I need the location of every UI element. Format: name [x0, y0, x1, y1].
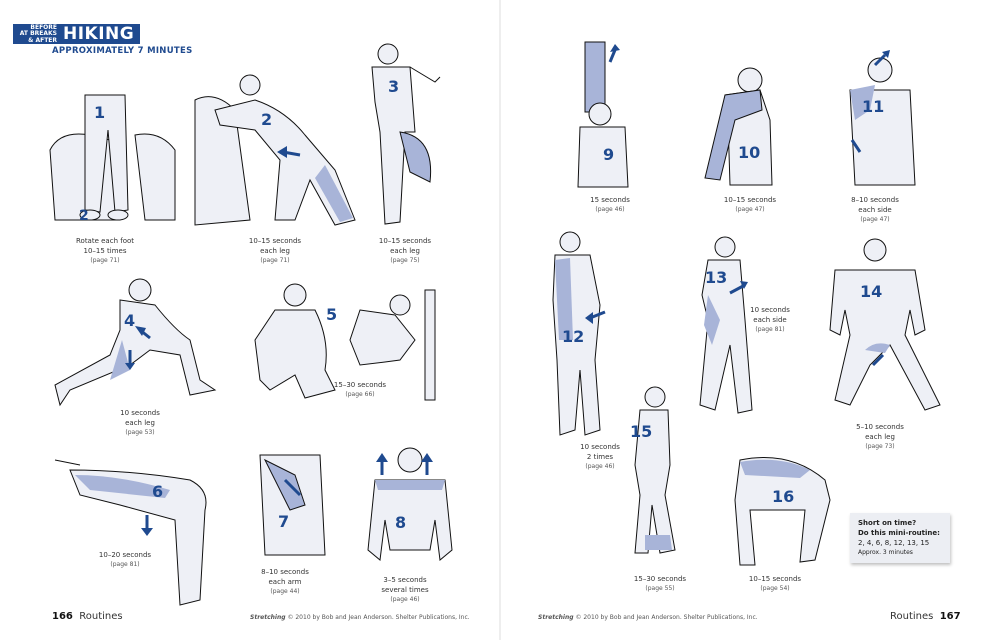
stretch-figure-16: 16: [730, 450, 840, 574]
routine-duration: APPROXIMATELY 7 MINUTES: [52, 46, 193, 56]
stretch-caption-6: 10–20 seconds (page 81): [98, 551, 152, 568]
stretch-caption-4: 10 seconds each leg (page 53): [120, 409, 160, 436]
routine-title: HIKING: [63, 24, 135, 44]
stretch-figure-4: 4: [50, 270, 230, 414]
right-page-folio: Routines 167: [890, 611, 961, 622]
timing-at-breaks: AT BREAKS: [19, 30, 57, 38]
svg-text:8: 8: [395, 513, 406, 532]
stretch-caption-16: 10–15 seconds (page 54): [748, 575, 802, 592]
svg-text:7: 7: [278, 512, 289, 531]
stretch-figure-7: 7: [250, 445, 330, 569]
stretch-caption-1: Rotate each foot 10–15 times (page 71): [75, 237, 135, 264]
stretch-figure-2: 2: [194, 70, 365, 234]
routine-timing-label: BEFORE AT BREAKS & AFTER: [13, 24, 60, 44]
mini-routine-subheading: Do this mini-routine:: [858, 529, 940, 537]
stretch-caption-5: 15–30 seconds (page 66): [333, 381, 387, 398]
stretch-caption-2: 10–15 seconds each leg (page 71): [248, 237, 302, 264]
svg-text:4: 4: [124, 311, 135, 330]
stretch-figure-1: 1 2: [49, 90, 180, 234]
svg-text:15: 15: [630, 422, 652, 441]
stretch-figure-5: 5: [250, 280, 450, 414]
stretch-figure-11: 11: [840, 50, 940, 194]
svg-text:2: 2: [79, 208, 89, 224]
stretch-figure-6: 6: [50, 450, 230, 614]
left-page-number: 166: [52, 611, 73, 622]
stretch-figure-13: 13: [690, 235, 770, 424]
svg-text:5: 5: [326, 305, 337, 324]
svg-text:16: 16: [772, 487, 794, 506]
right-page-number: 167: [939, 611, 961, 622]
stretch-figure-3: 3: [360, 42, 450, 236]
stretch-caption-10: 10–15 seconds (page 47): [723, 196, 777, 213]
left-page-folio: 166 Routines: [52, 611, 123, 622]
svg-text:10: 10: [738, 143, 760, 162]
svg-text:14: 14: [860, 282, 882, 301]
svg-text:1: 1: [94, 103, 105, 122]
mini-routine-sequence: 2, 4, 6, 8, 12, 13, 15: [858, 539, 930, 547]
svg-text:3: 3: [388, 77, 399, 96]
stretch-figure-9: 9: [570, 41, 640, 196]
timing-after: & AFTER: [28, 36, 57, 44]
left-section-name: Routines: [79, 611, 123, 622]
timing-before: BEFORE: [30, 23, 57, 31]
mini-routine-heading: Short on time?: [858, 519, 917, 527]
mini-routine-duration: Approx. 3 minutes: [858, 549, 913, 556]
stretch-figure-12: 12: [545, 230, 625, 444]
page-gutter: [499, 0, 501, 640]
svg-text:13: 13: [705, 268, 727, 287]
svg-text:2: 2: [261, 110, 272, 129]
svg-text:6: 6: [152, 482, 163, 501]
stretch-caption-13: 10 seconds each side (page 81): [750, 306, 790, 333]
stretch-figure-15: 15: [620, 385, 690, 569]
stretch-caption-9: 15 seconds (page 46): [590, 196, 630, 213]
stretch-caption-12: 10 seconds 2 times (page 46): [580, 443, 620, 470]
stretch-caption-15: 15–30 seconds (page 55): [633, 575, 687, 592]
stretch-figure-8: 8: [360, 440, 460, 574]
stretch-caption-11: 8–10 seconds each side (page 47): [851, 196, 899, 223]
right-credit: Stretching © 2010 by Bob and Jean Anders…: [538, 614, 758, 621]
stretch-caption-7: 8–10 seconds each arm (page 44): [261, 568, 309, 595]
mini-routine-box: Short on time? Do this mini-routine: 2, …: [850, 513, 950, 563]
left-credit: Stretching © 2010 by Bob and Jean Anders…: [250, 614, 470, 621]
stretch-caption-14: 5–10 seconds each leg (page 73): [856, 423, 904, 450]
stretch-caption-3: 10–15 seconds each leg (page 75): [378, 237, 432, 264]
svg-text:12: 12: [562, 327, 584, 346]
svg-text:11: 11: [862, 97, 884, 116]
routine-header: BEFORE AT BREAKS & AFTER HIKING: [13, 24, 141, 44]
svg-text:9: 9: [603, 145, 614, 164]
right-section-name: Routines: [890, 611, 934, 622]
stretch-figure-10: 10: [690, 60, 790, 194]
stretch-caption-8: 3–5 seconds several times (page 46): [381, 576, 429, 603]
stretch-figure-14: 14: [815, 235, 950, 429]
